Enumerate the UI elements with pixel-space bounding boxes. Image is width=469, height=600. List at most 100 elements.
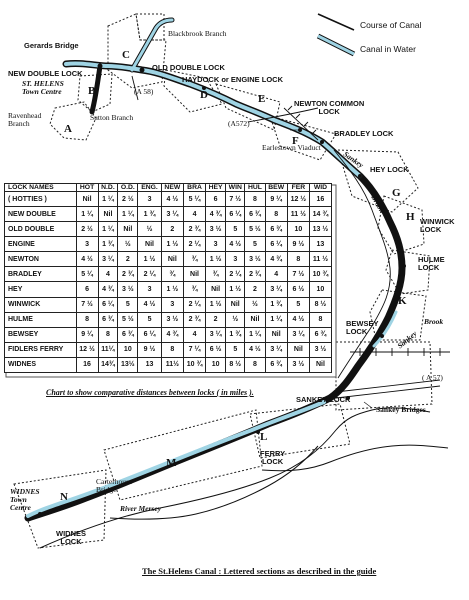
table-cell: 5 bbox=[244, 236, 266, 253]
table-cell: 1 ¼ bbox=[244, 326, 266, 343]
label-ferry-line1: FERRY bbox=[260, 449, 286, 458]
table-cell: 5 ¼ bbox=[75, 266, 99, 283]
table-cell: 9 ¼ bbox=[264, 190, 288, 208]
label-old-double-lock: OLD DOUBLE LOCK bbox=[152, 63, 225, 72]
table-cell: 10 bbox=[286, 221, 310, 238]
table-cell: ¾ bbox=[183, 281, 207, 298]
table-cell: 10 bbox=[308, 281, 333, 298]
table-cell: Nil bbox=[264, 326, 288, 343]
table-row-lock-name: HULME bbox=[4, 311, 77, 328]
sankey-brook bbox=[333, 149, 391, 379]
label-widnes-lock-line1: WIDNES bbox=[56, 529, 86, 538]
table-cell: 4 bbox=[183, 206, 207, 223]
table-cell: 10 bbox=[205, 356, 227, 374]
road-a572 bbox=[247, 107, 319, 123]
table-cell: 3 bbox=[160, 296, 185, 313]
table-cell: 9 ½ bbox=[286, 236, 310, 253]
table-header-cell: HEY bbox=[205, 183, 227, 192]
label-winwick-lock: WINWICK LOCK bbox=[420, 218, 455, 233]
table-cell: 3 ½ bbox=[205, 221, 227, 238]
section-letter-b: B bbox=[88, 85, 96, 97]
table-header-cell: ENG. bbox=[137, 183, 162, 192]
table-cell: 8 bbox=[244, 356, 266, 374]
table-cell: 8 bbox=[244, 190, 266, 208]
table-header-cell: FER bbox=[286, 183, 310, 192]
table-cell: 1 ¼ bbox=[97, 221, 119, 238]
table-cell: 6 ¼ bbox=[264, 236, 288, 253]
table-cell: ½ bbox=[137, 221, 162, 238]
table-cell: 8 ½ bbox=[308, 296, 333, 313]
table-cell: Nil bbox=[160, 251, 185, 268]
ferry-lock-marker bbox=[256, 430, 260, 434]
table-header-cell: O.D. bbox=[117, 183, 139, 192]
table-cell: 3 ½ bbox=[308, 341, 333, 358]
label-widnes-town-line3: Centre bbox=[10, 502, 31, 512]
table-cell: 3 ¼ bbox=[205, 326, 227, 343]
table-cell: 14¾ bbox=[97, 356, 119, 374]
section-h-boundary bbox=[377, 195, 425, 255]
label-ferry-lock: FERRY LOCK bbox=[260, 450, 285, 465]
table-cell: 3 ½ bbox=[244, 251, 266, 268]
table-cell: 6 ¼ bbox=[97, 296, 119, 313]
section-letter-g: G bbox=[392, 187, 401, 199]
table-header-cell: NEW bbox=[160, 183, 185, 192]
section-n-boundary bbox=[13, 469, 107, 549]
table-cell: 7 ½ bbox=[225, 190, 246, 208]
table-cell: 10 ¾ bbox=[308, 266, 333, 283]
label-bewsey-line1: BEWSEY bbox=[346, 319, 379, 328]
section-letter-k: K bbox=[398, 295, 407, 307]
label-st-helens: ST. HELENS Town Centre bbox=[22, 80, 64, 96]
legend-water-fill bbox=[317, 34, 355, 56]
section-letter-j: J bbox=[398, 267, 404, 279]
table-cell: Nil bbox=[244, 311, 266, 328]
table-cell: Nil bbox=[75, 190, 99, 208]
label-river-mersey: River Mersey bbox=[120, 504, 162, 513]
table-cell: 4 ½ bbox=[160, 190, 185, 208]
bradley-lock-marker bbox=[320, 140, 324, 144]
label-st-helens-line1: ST. HELENS bbox=[22, 79, 64, 88]
table-cell: 1 ¾ bbox=[137, 206, 162, 223]
table-cell: 1 ¼ bbox=[75, 206, 99, 223]
table-cell: 8 bbox=[97, 326, 119, 343]
label-gerards-bridge: Gerards Bridge bbox=[24, 41, 79, 50]
table-cell: 5 bbox=[286, 296, 310, 313]
section-b-boundary bbox=[77, 73, 113, 113]
table-cell: ½ bbox=[244, 296, 266, 313]
table-header-cell: BRA bbox=[183, 183, 207, 192]
section-blackbrook-boundary bbox=[135, 13, 165, 41]
label-winwick-line1: WINWICK bbox=[420, 217, 455, 226]
road-a58 bbox=[131, 75, 139, 101]
label-hulme-lock: HULME LOCK bbox=[418, 256, 445, 271]
section-letter-d: D bbox=[200, 89, 208, 101]
winwick-lock-marker bbox=[394, 230, 398, 234]
table-cell: 2 ¾ bbox=[244, 266, 266, 283]
table-cell: ¾ bbox=[205, 266, 227, 283]
table-cell: 5 bbox=[117, 296, 139, 313]
bewsey-lock-marker bbox=[380, 334, 384, 338]
table-cell: ½ bbox=[225, 311, 246, 328]
table-cell: 13 bbox=[308, 236, 333, 253]
table-header-cell: WID bbox=[308, 183, 333, 192]
section-f-boundary bbox=[269, 115, 337, 161]
table-cell: 4 ½ bbox=[225, 236, 246, 253]
section-letter-f: F bbox=[292, 135, 299, 147]
label-carterhouse-line2: Bridge bbox=[96, 484, 117, 494]
table-cell: 4 bbox=[183, 326, 207, 343]
table-cell: ¾ bbox=[160, 266, 185, 283]
table-cell: 5 bbox=[225, 221, 246, 238]
table-cell: 8 bbox=[264, 206, 288, 223]
table-cell: 2 bbox=[205, 311, 227, 328]
table-cell: 3 ¼ bbox=[286, 326, 310, 343]
table-cell: 14 ¾ bbox=[308, 206, 333, 223]
section-letter-l: L bbox=[260, 431, 268, 443]
road-a57 bbox=[335, 379, 441, 393]
label-newton-common: NEWTON COMMON LOCK bbox=[294, 100, 364, 115]
table-cell: 8 bbox=[75, 311, 99, 328]
legend-course-label: Course of Canal bbox=[360, 20, 422, 30]
table-cell: 12 ½ bbox=[75, 341, 99, 358]
table-row-lock-name: BRADLEY bbox=[4, 266, 77, 283]
table-cell: 11½ bbox=[160, 356, 185, 374]
